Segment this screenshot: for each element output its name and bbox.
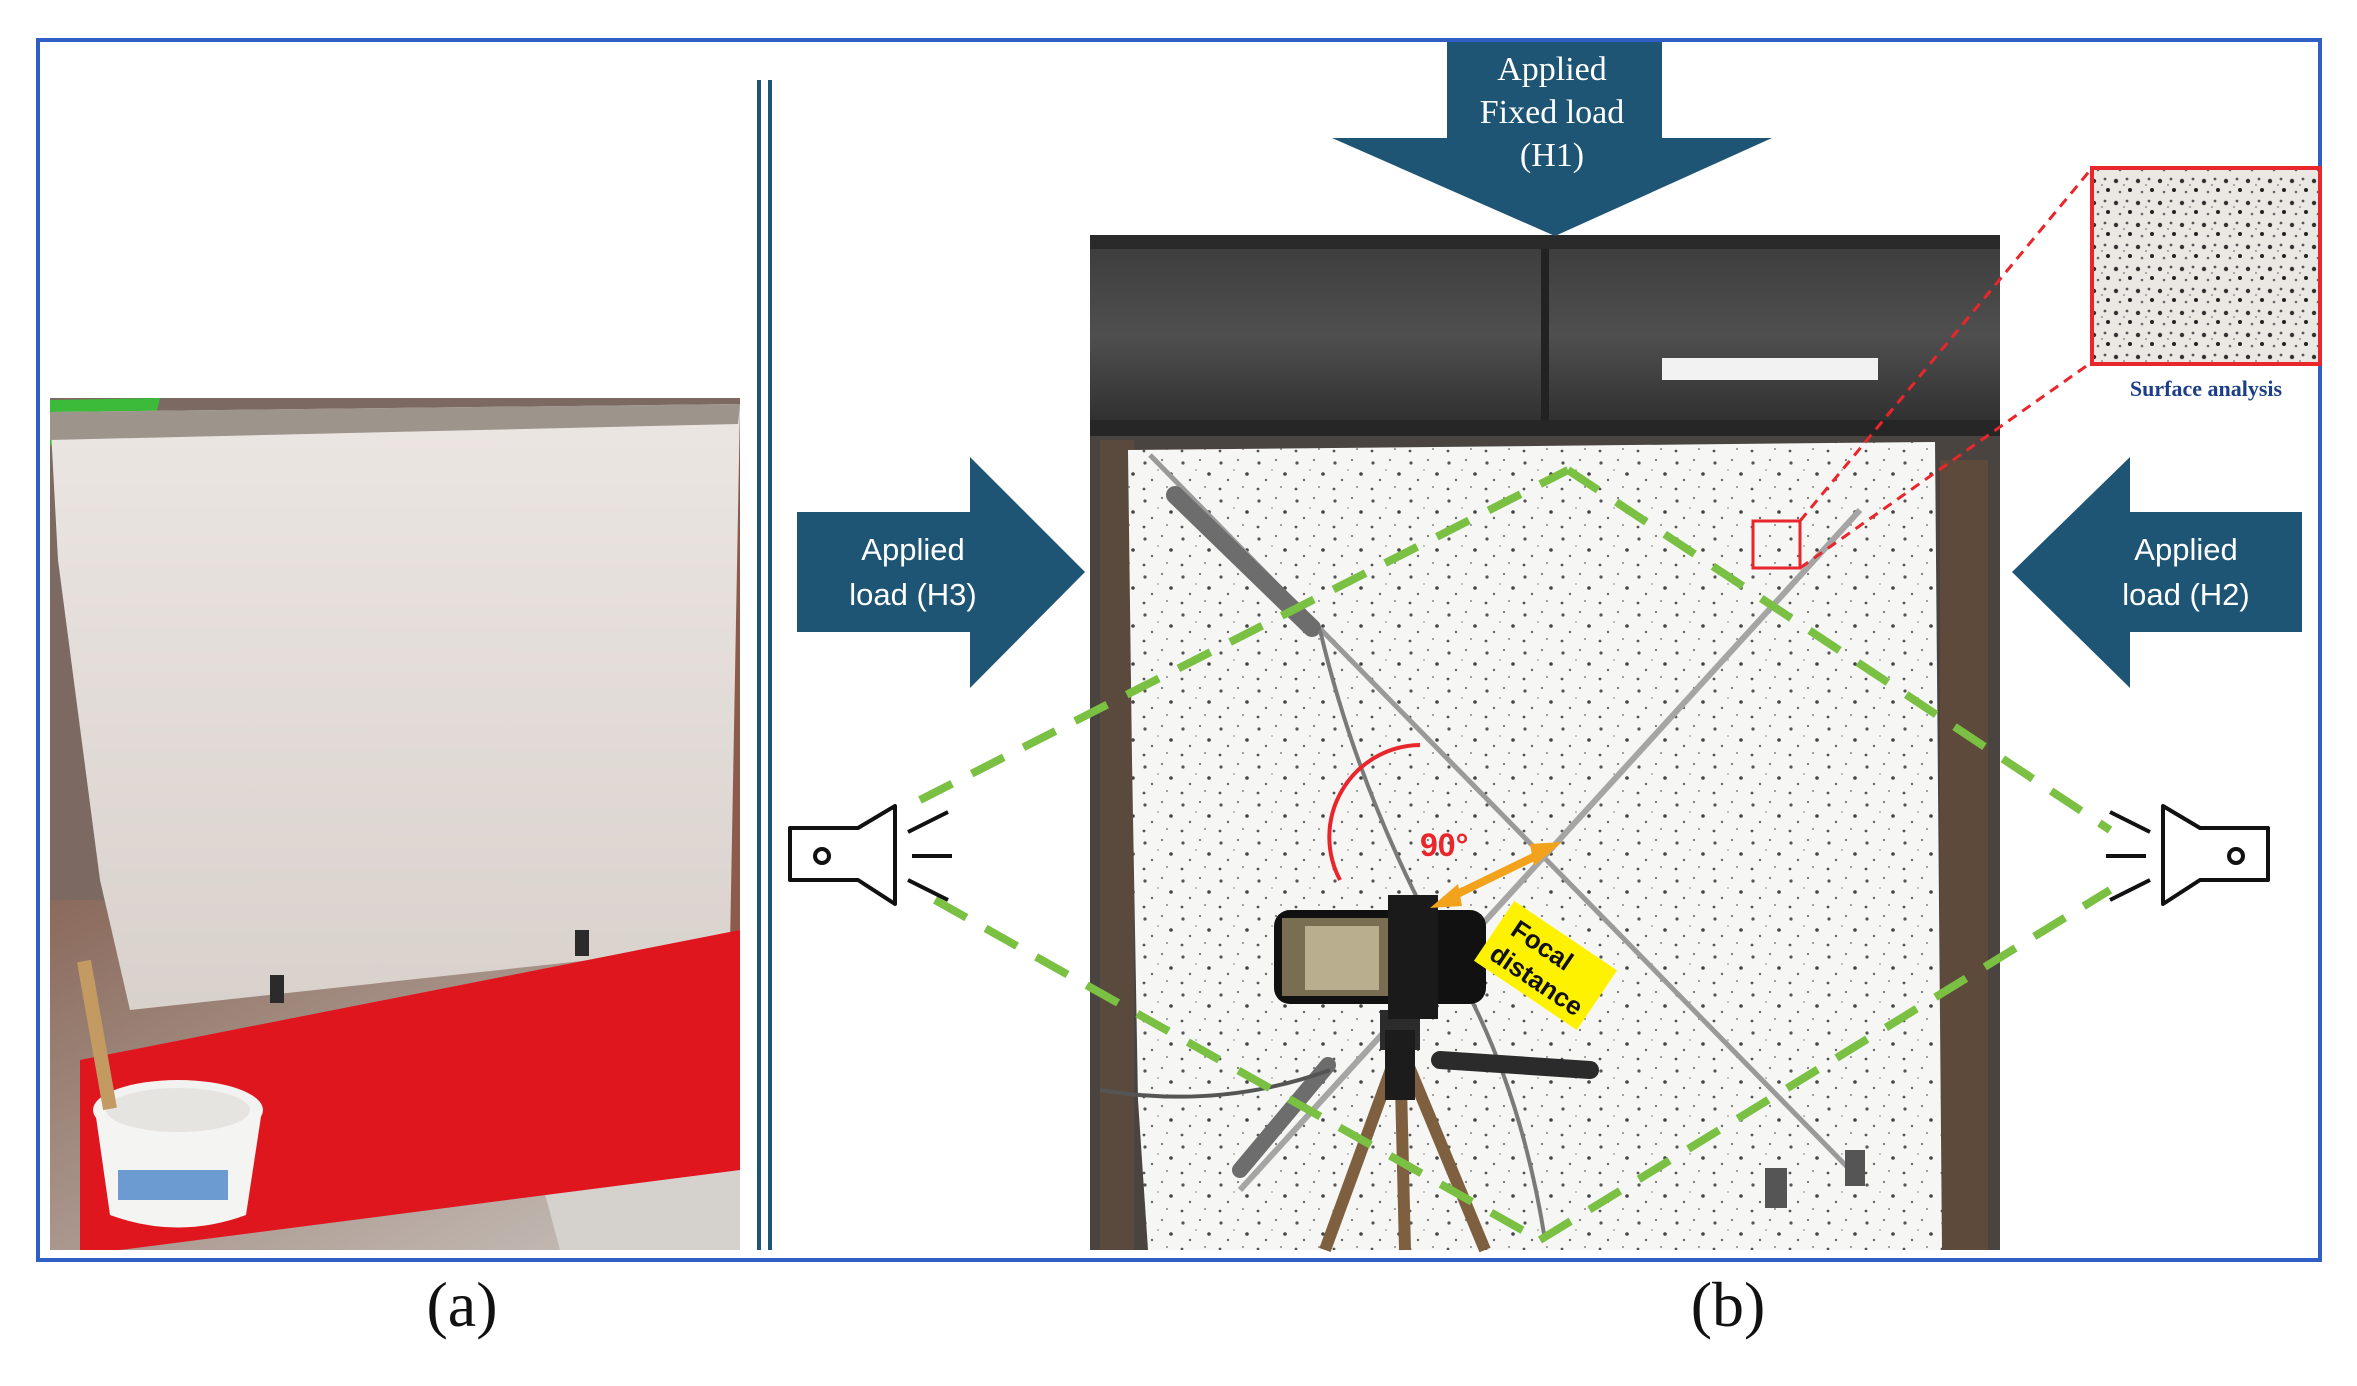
illumination-cones [918,466,2113,1244]
svg-text:Applied: Applied [2134,532,2237,567]
svg-text:load (H3): load (H3) [849,577,977,612]
camera-phone [1274,895,1486,1019]
plastered-wall [50,404,740,1010]
svg-text:(H1): (H1) [1520,137,1584,174]
surface-analysis-inset [2090,166,2322,366]
left-load-arrow: Applied load (H3) [797,457,1085,688]
focal-distance-arrow [1430,842,1562,908]
svg-text:Fixed load: Fixed load [1480,94,1624,131]
svg-text:Applied: Applied [1497,51,1607,88]
lamp-left-icon [788,804,952,906]
top-load-arrow: Applied Fixed load (H1) [1332,42,1772,236]
paint-bucket [77,959,263,1228]
lamp-right-icon [2106,804,2270,906]
panel-b-photo [1090,235,2000,1250]
svg-text:load (H2): load (H2) [2122,577,2250,612]
angle-label: 90° [1420,827,1468,863]
figure-frame [36,38,2322,1262]
right-load-arrow: Applied load (H2) [2012,457,2302,688]
surface-analysis-label: Surface analysis [2130,376,2283,401]
tripod [1319,1010,1599,1253]
svg-text:Applied: Applied [861,532,964,567]
panel-a-photo [50,398,740,1250]
angle-arc [1327,743,1421,881]
analysis-region-marker [1751,519,1802,570]
panel-b-caption: (b) [1690,1269,1766,1340]
panel-a-caption: (a) [426,1269,498,1340]
